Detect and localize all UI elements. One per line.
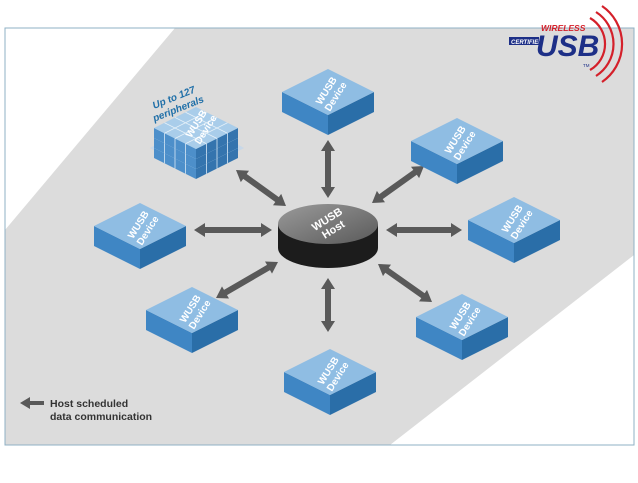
arrow-bottom-left bbox=[216, 261, 278, 299]
device-top-right-face bbox=[328, 92, 374, 135]
device-top-right-top-face bbox=[411, 118, 503, 164]
logo-certified-text: CERTIFIED bbox=[511, 40, 543, 46]
arrow-left bbox=[194, 223, 272, 237]
logo-wave-1 bbox=[589, 17, 607, 71]
device-bottom-left-left-face bbox=[146, 310, 192, 353]
logo-wave-3 bbox=[601, 5, 624, 83]
logo-wave-2 bbox=[595, 11, 615, 77]
legend-arrow-icon bbox=[20, 397, 44, 409]
host-node: WUSB Host bbox=[278, 204, 378, 268]
legend-line2: data communication bbox=[50, 411, 152, 423]
arrow-bottom bbox=[321, 278, 335, 332]
logo-usb-text: USB bbox=[536, 30, 599, 63]
diagram-frame bbox=[4, 27, 635, 446]
device-left-right-face bbox=[140, 226, 186, 269]
stack-grid-top bbox=[185, 111, 228, 134]
arrow-top bbox=[321, 140, 335, 198]
device-bottom-right-right-face bbox=[462, 317, 508, 360]
devices-layer: WUSBDeviceWUSBDeviceWUSBDeviceWUSBDevice… bbox=[94, 69, 560, 415]
device-bottom-right-left-face bbox=[416, 317, 462, 360]
stack-grid-top bbox=[185, 122, 228, 145]
arrow-bottom-right bbox=[378, 264, 432, 302]
device-left-left-face bbox=[94, 226, 140, 269]
stack-grid-top bbox=[174, 117, 218, 139]
legend-line1: Host scheduled bbox=[50, 398, 128, 410]
logo-wireless-text: WIRELESS bbox=[541, 23, 586, 33]
device-top-top-face bbox=[282, 69, 374, 115]
device-right-right-face bbox=[514, 220, 560, 263]
arrow-right bbox=[386, 223, 462, 237]
device-bottom-right-top-face bbox=[416, 294, 508, 340]
device-right-top-face bbox=[468, 197, 560, 243]
device-left-top-face bbox=[94, 203, 186, 249]
device-top-right-left-face bbox=[411, 141, 457, 184]
logo-certified-bar bbox=[509, 37, 539, 45]
device-top-left-face bbox=[282, 92, 328, 135]
logo-tm-text: TM bbox=[583, 63, 590, 68]
device-bottom-left-top-face bbox=[146, 287, 238, 333]
device-bottom-right-face bbox=[330, 372, 376, 415]
arrow-stack bbox=[236, 170, 286, 206]
arrow-top-right bbox=[372, 166, 424, 203]
device-bottom-left-face bbox=[284, 372, 330, 415]
arrows-layer bbox=[194, 140, 462, 332]
host-top bbox=[278, 204, 378, 244]
device-top-right-right-face bbox=[457, 141, 503, 184]
device-bottom-left-right-face bbox=[192, 310, 238, 353]
legend: Host scheduled data communication bbox=[20, 397, 152, 423]
device-bottom-top-face bbox=[284, 349, 376, 395]
device-right-left-face bbox=[468, 220, 514, 263]
certified-wireless-usb-logo: WIRELESS CERTIFIED USB TM bbox=[509, 5, 624, 83]
